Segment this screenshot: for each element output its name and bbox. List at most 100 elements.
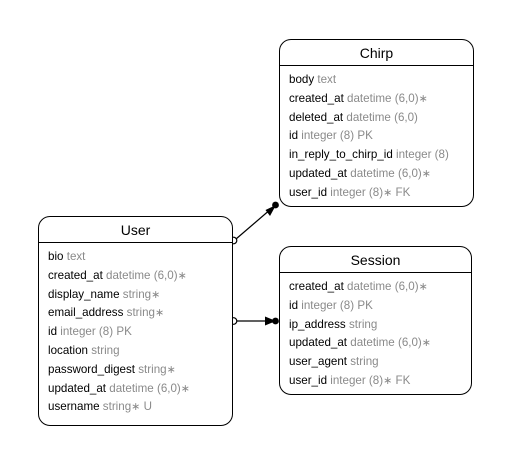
attribute-key: PK	[354, 298, 373, 312]
attribute-type: string	[350, 355, 379, 369]
attribute-type: integer (8)	[60, 325, 114, 339]
attribute-row: id integer (8) PK	[289, 127, 473, 146]
attribute-type: integer (8)	[330, 373, 384, 387]
attribute-type: text	[317, 73, 337, 86]
attribute-row: user_id integer (8)∗ FK	[289, 184, 473, 203]
attribute-type: string	[126, 306, 155, 320]
required-star-icon: ∗	[383, 186, 393, 199]
attribute-name: updated_at	[48, 381, 107, 395]
attribute-name: display_name	[48, 287, 120, 301]
attribute-name: deleted_at	[289, 110, 344, 124]
attribute-name: id	[289, 298, 299, 312]
attribute-row: location string	[48, 342, 232, 361]
attribute-key: FK	[392, 373, 411, 387]
arrow-head-icon	[265, 316, 276, 326]
required-star-icon: ∗	[418, 92, 428, 105]
attribute-row: deleted_at datetime (6,0)	[289, 109, 473, 128]
attribute-list: body text created_at datetime (6,0)∗ del…	[280, 66, 473, 203]
attribute-row: created_at datetime (6,0)∗	[289, 90, 473, 109]
attribute-type: datetime (6,0)	[106, 268, 178, 282]
attribute-name: id	[289, 129, 299, 143]
attribute-type: datetime (6,0)	[347, 91, 419, 105]
required-star-icon: ∗	[180, 382, 191, 395]
attribute-type: datetime (6,0)	[350, 166, 422, 180]
attribute-name: body	[289, 73, 315, 86]
attribute-key: PK	[354, 129, 373, 143]
many-dot-icon	[272, 317, 279, 325]
entity-title: User	[39, 217, 232, 243]
entity-title: Chirp	[280, 40, 473, 66]
arrow-head-icon	[265, 205, 276, 216]
required-star-icon: ∗	[131, 401, 141, 414]
required-star-icon: ∗	[421, 337, 432, 350]
attribute-name: username	[48, 400, 100, 414]
attribute-type: string	[122, 287, 152, 301]
entity-user: User bio text created_at datetime (6,0)∗…	[38, 216, 233, 426]
required-star-icon: ∗	[418, 281, 428, 293]
attribute-row: created_at datetime (6,0)∗	[48, 267, 232, 286]
attribute-type: string	[102, 400, 132, 414]
required-star-icon: ∗	[177, 269, 187, 282]
attribute-name: ip_address	[289, 317, 346, 331]
attribute-name: location	[48, 343, 88, 357]
attribute-list: bio text created_at datetime (6,0)∗ disp…	[39, 243, 232, 417]
attribute-type: datetime (6,0)	[347, 280, 419, 293]
required-star-icon: ∗	[421, 167, 432, 180]
attribute-row: in_reply_to_chirp_id integer (8)	[289, 146, 473, 165]
attribute-row: ip_address string	[289, 316, 471, 335]
attribute-row: id integer (8) PK	[48, 323, 232, 342]
attribute-row: body text	[289, 71, 473, 90]
attribute-name: updated_at	[289, 166, 348, 180]
relationship-user-session	[229, 316, 279, 326]
entity-session: Session created_at datetime (6,0)∗ id in…	[279, 246, 472, 395]
attribute-type: string	[348, 317, 378, 331]
attribute-name: created_at	[289, 280, 344, 293]
attribute-name: bio	[48, 250, 64, 263]
attribute-name: user_id	[289, 373, 328, 387]
relationship-user-chirp	[229, 201, 279, 245]
required-star-icon: ∗	[166, 363, 176, 376]
attribute-name: updated_at	[289, 336, 348, 350]
attribute-name: id	[48, 325, 58, 339]
attribute-row: email_address string∗	[48, 304, 232, 323]
required-star-icon: ∗	[151, 288, 161, 301]
attribute-name: in_reply_to_chirp_id	[289, 148, 393, 162]
attribute-row: bio text	[48, 248, 232, 267]
attribute-row: updated_at datetime (6,0)∗	[289, 165, 473, 184]
attribute-row: id integer (8) PK	[289, 297, 471, 316]
attribute-list: created_at datetime (6,0)∗ id integer (8…	[280, 273, 471, 391]
attribute-type: datetime (6,0)	[346, 110, 418, 124]
attribute-row: updated_at datetime (6,0)∗	[48, 380, 232, 399]
required-star-icon: ∗	[155, 307, 165, 320]
attribute-name: user_agent	[289, 355, 348, 369]
attribute-row: user_id integer (8)∗ FK	[289, 372, 471, 391]
attribute-type: string	[138, 362, 167, 376]
attribute-type: integer (8)	[330, 185, 384, 199]
attribute-type: integer (8)	[301, 129, 355, 143]
attribute-type: integer (8)	[396, 148, 449, 162]
attribute-type: text	[66, 250, 86, 263]
attribute-name: email_address	[48, 306, 124, 320]
attribute-name: created_at	[289, 91, 344, 105]
required-star-icon: ∗	[383, 374, 393, 387]
attribute-row: display_name string∗	[48, 286, 232, 305]
attribute-type: integer (8)	[301, 298, 355, 312]
attribute-row: username string∗ U	[48, 398, 232, 417]
many-dot-icon	[272, 201, 279, 209]
attribute-row: created_at datetime (6,0)∗	[289, 278, 471, 297]
entity-title: Session	[280, 247, 471, 273]
attribute-name: created_at	[48, 268, 103, 282]
attribute-key: PK	[113, 325, 132, 339]
attribute-key: U	[140, 400, 152, 414]
attribute-type: datetime (6,0)	[109, 381, 181, 395]
entity-chirp: Chirp body text created_at datetime (6,0…	[279, 39, 474, 207]
attribute-name: user_id	[289, 185, 328, 199]
attribute-key: FK	[392, 185, 411, 199]
attribute-row: password_digest string∗	[48, 361, 232, 380]
attribute-type: string	[91, 343, 120, 357]
attribute-row: updated_at datetime (6,0)∗	[289, 334, 471, 353]
attribute-name: password_digest	[48, 362, 136, 376]
attribute-row: user_agent string	[289, 353, 471, 372]
attribute-type: datetime (6,0)	[350, 336, 422, 350]
